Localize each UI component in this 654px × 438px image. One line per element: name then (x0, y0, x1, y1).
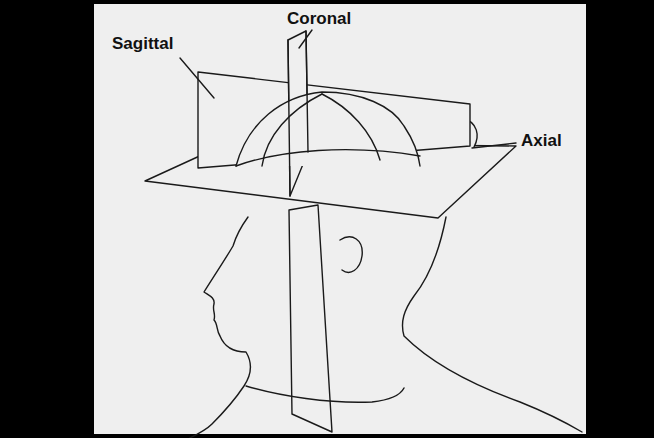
plane-label: Axial (519, 131, 564, 151)
plane-label: Sagittal (110, 34, 175, 54)
page-panel (94, 4, 586, 434)
plane-label: Coronal (285, 9, 353, 29)
